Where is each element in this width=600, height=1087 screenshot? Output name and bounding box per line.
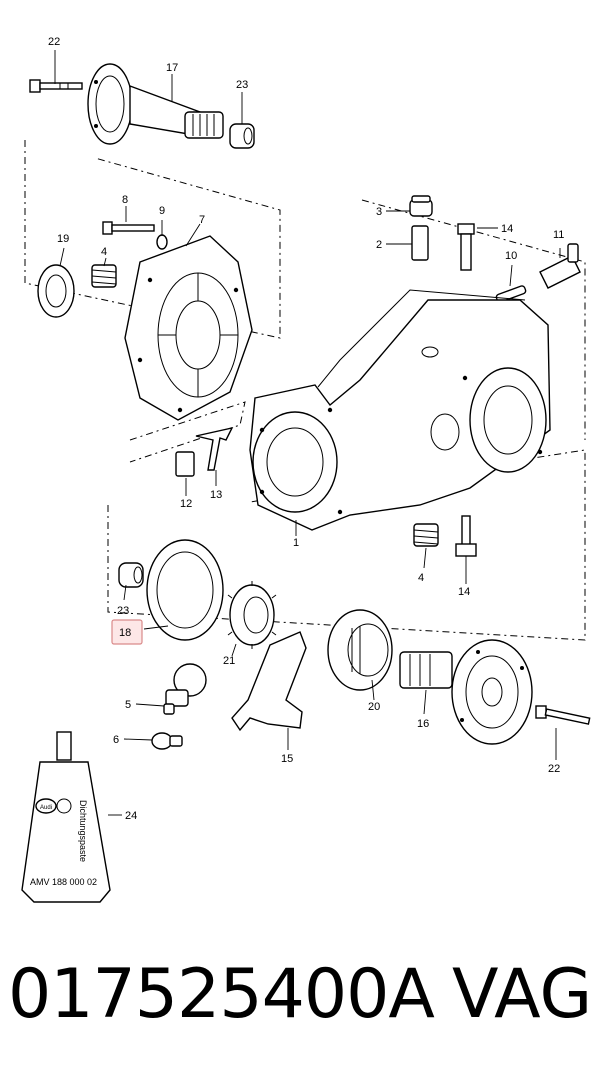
part-22-bolt-top [29,79,83,93]
callout-10: 10 [505,250,517,262]
callout-21: 21 [223,655,235,667]
callout-5: 5 [125,699,131,711]
callout-13: 13 [210,489,222,501]
part-18-seal-ring [146,539,224,641]
callout-2: 2 [376,239,382,251]
callout-4-upper: 4 [101,246,107,258]
callout-18-highlight [111,619,143,645]
callout-8: 8 [122,194,128,206]
part-14-screw-lower [455,515,477,557]
part-8-bolt [102,221,155,235]
part-1-housing [249,289,551,531]
callout-labels: 1 2 3 4 4 5 6 7 8 9 10 11 12 13 14 14 15… [48,36,564,822]
part-23-cap-top [229,123,255,149]
part-9-washer [156,234,168,250]
callout-20: 20 [368,701,380,713]
callout-23-lower: 23 [117,605,129,617]
callout-12: 12 [180,498,192,510]
part-11-sensor [539,243,581,289]
callout-22-lower: 22 [548,763,560,775]
part-17-drive-flange [87,63,224,145]
part-info-footer: 017525400A VAG [0,955,600,1055]
callout-24: 24 [125,810,137,822]
callout-7: 7 [199,214,205,226]
callout-14-lower: 14 [458,586,470,598]
part-4-spring-lower [413,523,439,547]
tube-label-text: Dichtungspaste [78,800,88,862]
callout-4-lower: 4 [418,572,424,584]
part-number-text: 017525400A [8,955,435,1034]
callout-9: 9 [159,205,165,217]
tube-brand-text: Audi [40,805,52,811]
callout-1: 1 [293,537,299,549]
callout-14-upper: 14 [501,223,513,235]
part-22-bolt-lower [535,705,591,725]
part-20-sliding-sleeve [327,609,393,691]
callout-19: 19 [57,233,69,245]
part-12-block [175,451,195,477]
callout-17: 17 [166,62,178,74]
callout-3: 3 [376,206,382,218]
part-16-output-shaft [399,639,533,745]
callout-15: 15 [281,753,293,765]
callout-22-top: 22 [48,36,60,48]
part-4-spring-left [91,264,117,288]
part-5-joint [163,663,207,715]
part-6-clip [151,732,183,750]
callout-18: 18 [119,627,131,639]
part-2-sleeve [411,225,429,261]
part-23-cap-lower [118,562,144,588]
brand-text: VAG [452,955,593,1034]
exploded-parts-diagram: Audi Dichtungspaste AMV 188 000 02 [21,36,591,903]
leader-lines [54,50,561,816]
callout-23-top: 23 [236,79,248,91]
part-13-clip [195,426,234,471]
part-24-sealant-tube: Audi Dichtungspaste AMV 188 000 02 [21,731,111,903]
part-3-plug [409,195,433,217]
part-21-gear [227,581,277,649]
tube-code-text: AMV 188 000 02 [30,877,97,887]
part-15-shift-fork [231,631,307,732]
callout-11: 11 [553,229,564,241]
part-7-side-cover [124,235,253,421]
callout-6: 6 [113,734,119,746]
part-19-seal [37,264,75,318]
part-14-screw-top [457,223,475,271]
callout-16: 16 [417,718,429,730]
